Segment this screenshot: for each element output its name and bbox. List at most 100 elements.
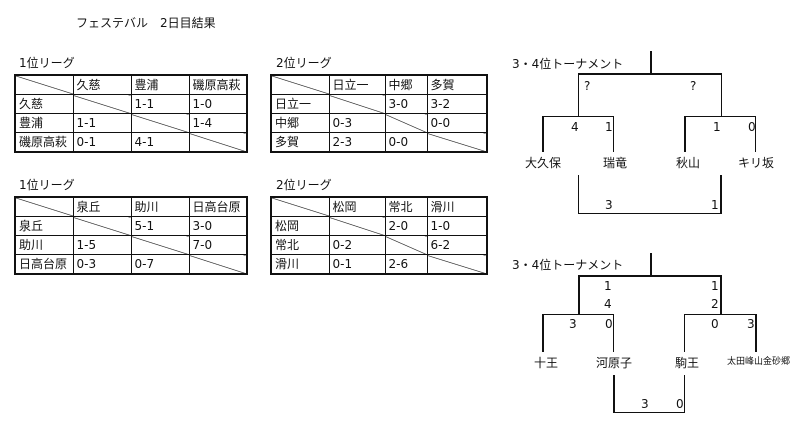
self-match-cell [130, 113, 190, 133]
row-header: 磯原高萩 [14, 132, 74, 153]
bracket-line [684, 314, 685, 352]
bracket-line [542, 314, 544, 352]
column-header: 多賀 [426, 74, 488, 95]
column-header: 助川 [130, 196, 190, 217]
bracket-line [578, 73, 722, 75]
bracket-score: 1 [711, 279, 719, 293]
column-header: 常北 [384, 196, 428, 217]
corner-cell [270, 74, 330, 95]
bracket-line [720, 275, 722, 315]
final-score: 3 [641, 397, 649, 411]
result-cell: 1-1 [130, 94, 190, 114]
team-name: 瑞竜 [603, 156, 628, 170]
team-name: 太田峰山金砂郷 [727, 357, 791, 367]
self-match-cell [188, 254, 248, 275]
bracket-line [578, 73, 579, 117]
row-header: 滑川 [270, 254, 330, 275]
self-match-cell [426, 132, 488, 153]
result-cell: 0-0 [384, 132, 428, 153]
semi-score: 3 [569, 317, 577, 331]
row-header: 日立一 [270, 94, 330, 114]
row-header: 松岡 [270, 216, 330, 236]
result-cell: 1-1 [72, 113, 132, 133]
bracket-line [542, 116, 544, 152]
result-cell: 1-0 [188, 94, 248, 114]
tournament-heading: 3・4位トーナメント [512, 57, 624, 71]
team-name: 十王 [534, 356, 559, 370]
team-name: 大久保 [525, 156, 562, 170]
row-header: 多賀 [270, 132, 330, 153]
bracket-line [650, 253, 652, 276]
semi-score: 1 [713, 120, 721, 134]
result-cell: 4-1 [130, 132, 190, 153]
bracket-line [755, 314, 757, 352]
semi-score: 4 [571, 120, 579, 134]
result-cell: 3-2 [426, 94, 488, 114]
column-header: 中郷 [384, 74, 428, 95]
bracket-line [684, 116, 756, 117]
result-cell: 5-1 [130, 216, 190, 236]
result-cell: 3-0 [384, 94, 428, 114]
corner-cell [14, 74, 74, 95]
semi-score: 0 [748, 120, 756, 134]
league-heading: 1位リーグ [19, 56, 75, 70]
league-heading: 2位リーグ [276, 178, 332, 192]
league-table-3: 泉丘 助川 日高台原 泉丘 5-1 3-0 助川 1-5 7-0 日高台原 0-… [14, 196, 248, 275]
row-header: 豊浦 [14, 113, 74, 133]
bracket-line [650, 51, 652, 74]
bracket-line [578, 275, 580, 315]
row-header: 日高台原 [14, 254, 74, 275]
self-match-cell [72, 216, 132, 236]
league-table-2: 日立一 中郷 多賀 日立一 3-0 3-2 中郷 0-3 0-0 多賀 2-3 … [270, 74, 488, 153]
result-cell: 0-3 [72, 254, 132, 275]
bracket-line [720, 175, 722, 214]
result-cell: 0-2 [328, 235, 386, 255]
bracket-line [684, 375, 685, 413]
result-cell: 0-0 [426, 113, 488, 133]
column-header: 豊浦 [130, 74, 190, 95]
page-title: フェステバル 2日目結果 [76, 16, 216, 30]
bracket-line [578, 175, 579, 214]
self-match-cell [328, 94, 386, 114]
bracket-line [578, 213, 722, 214]
bracket-mark: ? [584, 79, 591, 93]
league-table-1: 久慈 豊浦 磯原高萩 久慈 1-1 1-0 豊浦 1-1 1-4 磯原高萩 0-… [14, 74, 248, 153]
team-name: 河原子 [596, 356, 633, 370]
result-cell: 2-6 [384, 254, 428, 275]
row-header: 久慈 [14, 94, 74, 114]
result-cell: 1-4 [188, 113, 248, 133]
result-cell: 1-5 [72, 235, 132, 255]
corner-cell [270, 196, 330, 217]
result-cell: 0-1 [328, 254, 386, 275]
result-cell: 3-0 [188, 216, 248, 236]
bracket-score: 2 [711, 297, 719, 311]
bracket-mark: ? [690, 79, 697, 93]
self-match-cell [188, 132, 248, 153]
league-table-4: 松岡 常北 滑川 松岡 2-0 1-0 常北 0-2 6-2 滑川 0-1 2-… [270, 196, 488, 275]
bracket-line [613, 116, 614, 152]
final-score: 3 [605, 198, 613, 212]
bracket-line [684, 314, 756, 315]
league-heading: 2位リーグ [276, 56, 332, 70]
row-header: 泉丘 [14, 216, 74, 236]
result-cell: 0-3 [328, 113, 386, 133]
column-header: 久慈 [72, 74, 132, 95]
result-cell: 6-2 [426, 235, 488, 255]
semi-score: 0 [711, 317, 719, 331]
corner-cell [14, 196, 74, 217]
semi-score: 1 [605, 120, 613, 134]
result-cell: 1-0 [426, 216, 488, 236]
team-name: 秋山 [676, 156, 701, 170]
column-header: 松岡 [328, 196, 386, 217]
result-cell: 0-7 [130, 254, 190, 275]
self-match-cell [72, 94, 132, 114]
self-match-cell [384, 113, 428, 133]
final-score: 1 [711, 198, 719, 212]
self-match-cell [328, 216, 386, 236]
self-match-cell [426, 254, 488, 275]
row-header: 助川 [14, 235, 74, 255]
bracket-score: 4 [604, 297, 612, 311]
bracket-score: 1 [604, 279, 612, 293]
result-cell: 0-1 [72, 132, 132, 153]
final-score: 0 [676, 397, 684, 411]
